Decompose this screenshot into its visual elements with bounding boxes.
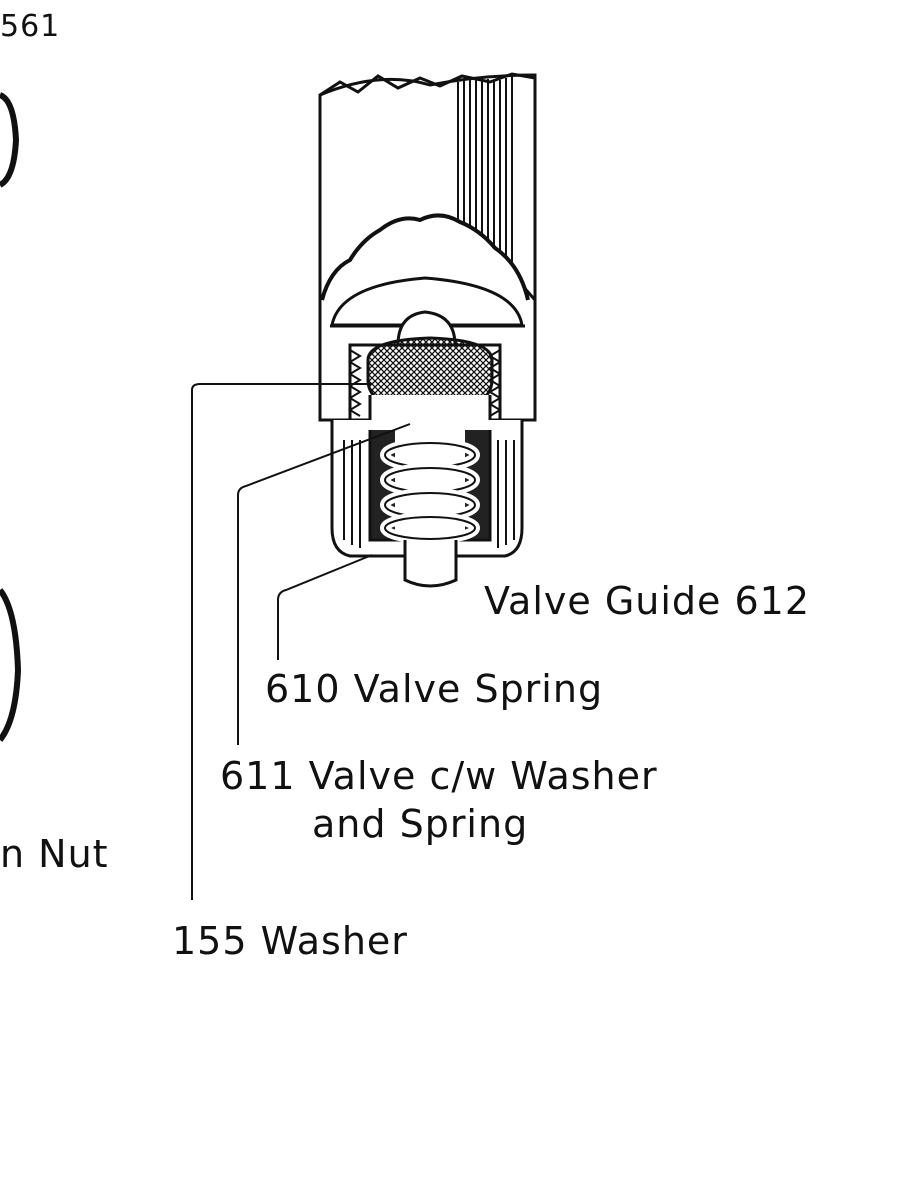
adjacent-part-fragment-bottom [0,588,22,742]
leader-line-611 [237,423,411,745]
valve-guide-label: Valve Guide 612 [484,579,811,623]
page-reference-number: 561 [0,9,61,44]
valve-spring-label: 610 Valve Spring [265,667,604,711]
valve-head [366,310,494,414]
valve-spring-coils [380,430,480,544]
valve-cw-label-line2: and Spring [312,802,529,846]
leader-line-155 [191,383,372,900]
cutaway-opening [320,213,530,328]
adjacent-part-fragment-top [0,92,20,188]
washer-label: 155 Washer [172,919,408,963]
nut-label-fragment: n Nut [0,832,109,876]
valve-cw-label-line1: 611 Valve c/w Washer [220,754,658,798]
valve-stem-tip [403,540,458,588]
leader-line-610 [277,554,373,660]
